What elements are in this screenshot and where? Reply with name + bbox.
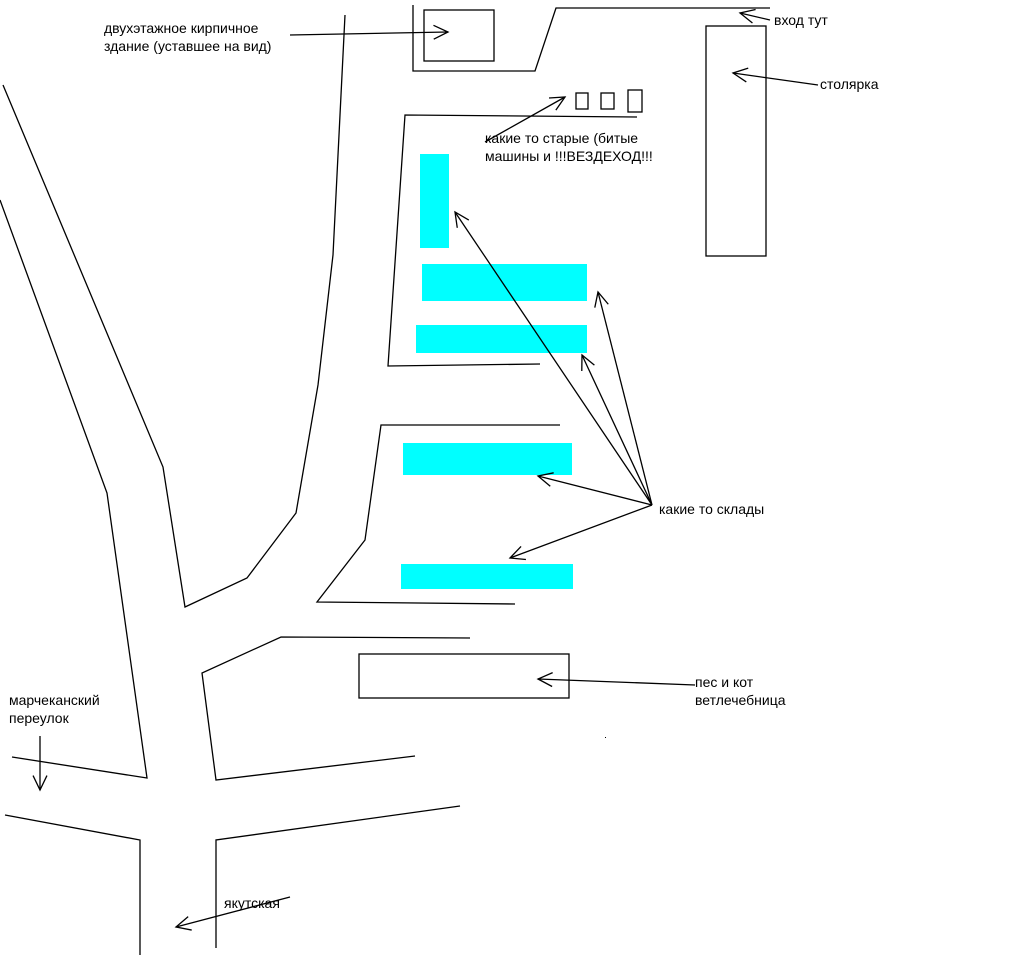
label-line: ветлечебница [695,692,786,708]
warehouse [422,264,587,301]
label-line: марчеканский [9,692,100,708]
block-boundary-upper [387,114,638,367]
warehouse-pointer-arrow [581,354,653,506]
carpentry-pointer-arrowhead-icon [731,67,749,83]
road-edge-main-west [0,199,148,779]
road-edge-main-east [2,14,346,608]
warehouse-pointer-arrow [537,475,653,506]
carpentry-building [705,25,767,257]
old-cars-pointer-arrowhead-icon [548,96,567,111]
building-yard-boundary [412,5,770,72]
old-car [600,92,615,110]
all-terrain-vehicle [627,89,643,113]
old-car [575,92,589,110]
vet-clinic-pointer-arrowhead-icon [536,672,553,688]
brick-building-pointer-arrow [289,31,449,36]
warehouse [416,325,587,353]
road-edge-vet-block [201,636,471,781]
brick-building [423,9,495,62]
label-vet-clinic: пес и кот ветлечебница [695,673,786,709]
warehouse-pointer-arrowhead-icon [454,210,470,228]
warehouse-pointer-arrow [509,504,653,559]
road-edge-south-west [4,814,141,955]
yakutskaya-pointer-arrow [175,896,291,928]
road-edge-south-east [215,805,461,948]
label-entrance: вход тут [774,12,828,28]
label-line: здание (уставшее на вид) [104,38,272,54]
warehouse-pointer-arrowhead-icon [536,472,554,487]
warehouse-pointer-arrowhead-icon [594,290,609,308]
vet-clinic-building [358,653,570,699]
label-old-cars: какие то старые (битые машины и !!!ВЕЗДЕ… [485,129,653,165]
warehouse-pointer-arrow [454,211,653,506]
old-cars-pointer-arrow [484,96,566,143]
stray-dot [605,737,606,738]
label-line: какие то старые (битые [485,130,639,146]
warehouse [403,443,572,475]
label-marchekan-lane: марчеканский переулок [9,691,100,727]
label-line: переулок [9,710,69,726]
label-line: пес и кот [695,674,754,690]
label-brick-building: двухэтажное кирпичное здание (уставшее н… [104,19,271,55]
warehouse [420,154,449,248]
brick-building-pointer-arrowhead-icon [433,24,450,40]
label-yakutskaya: якутская [224,895,280,911]
label-line: двухэтажное кирпичное [104,20,259,36]
warehouse-pointer-arrow [597,291,653,506]
label-warehouses: какие то склады [659,501,765,517]
vet-clinic-pointer-arrow [537,678,696,686]
entrance-pointer-arrow [739,12,771,21]
warehouse-pointer-arrowhead-icon [508,545,526,561]
label-line: машины и !!!ВЕЗДЕХОД!!! [485,148,653,164]
block-boundary-lower [315,424,560,605]
warehouse-pointer-arrowhead-icon [581,353,595,372]
label-carpentry: столярка [820,76,879,92]
yakutskaya-pointer-arrowhead-icon [174,916,192,931]
warehouse [401,564,573,589]
carpentry-pointer-arrow [732,72,819,86]
marchekan-lane-pointer-arrowhead-icon [32,775,48,792]
entrance-pointer-arrowhead-icon [738,8,756,24]
